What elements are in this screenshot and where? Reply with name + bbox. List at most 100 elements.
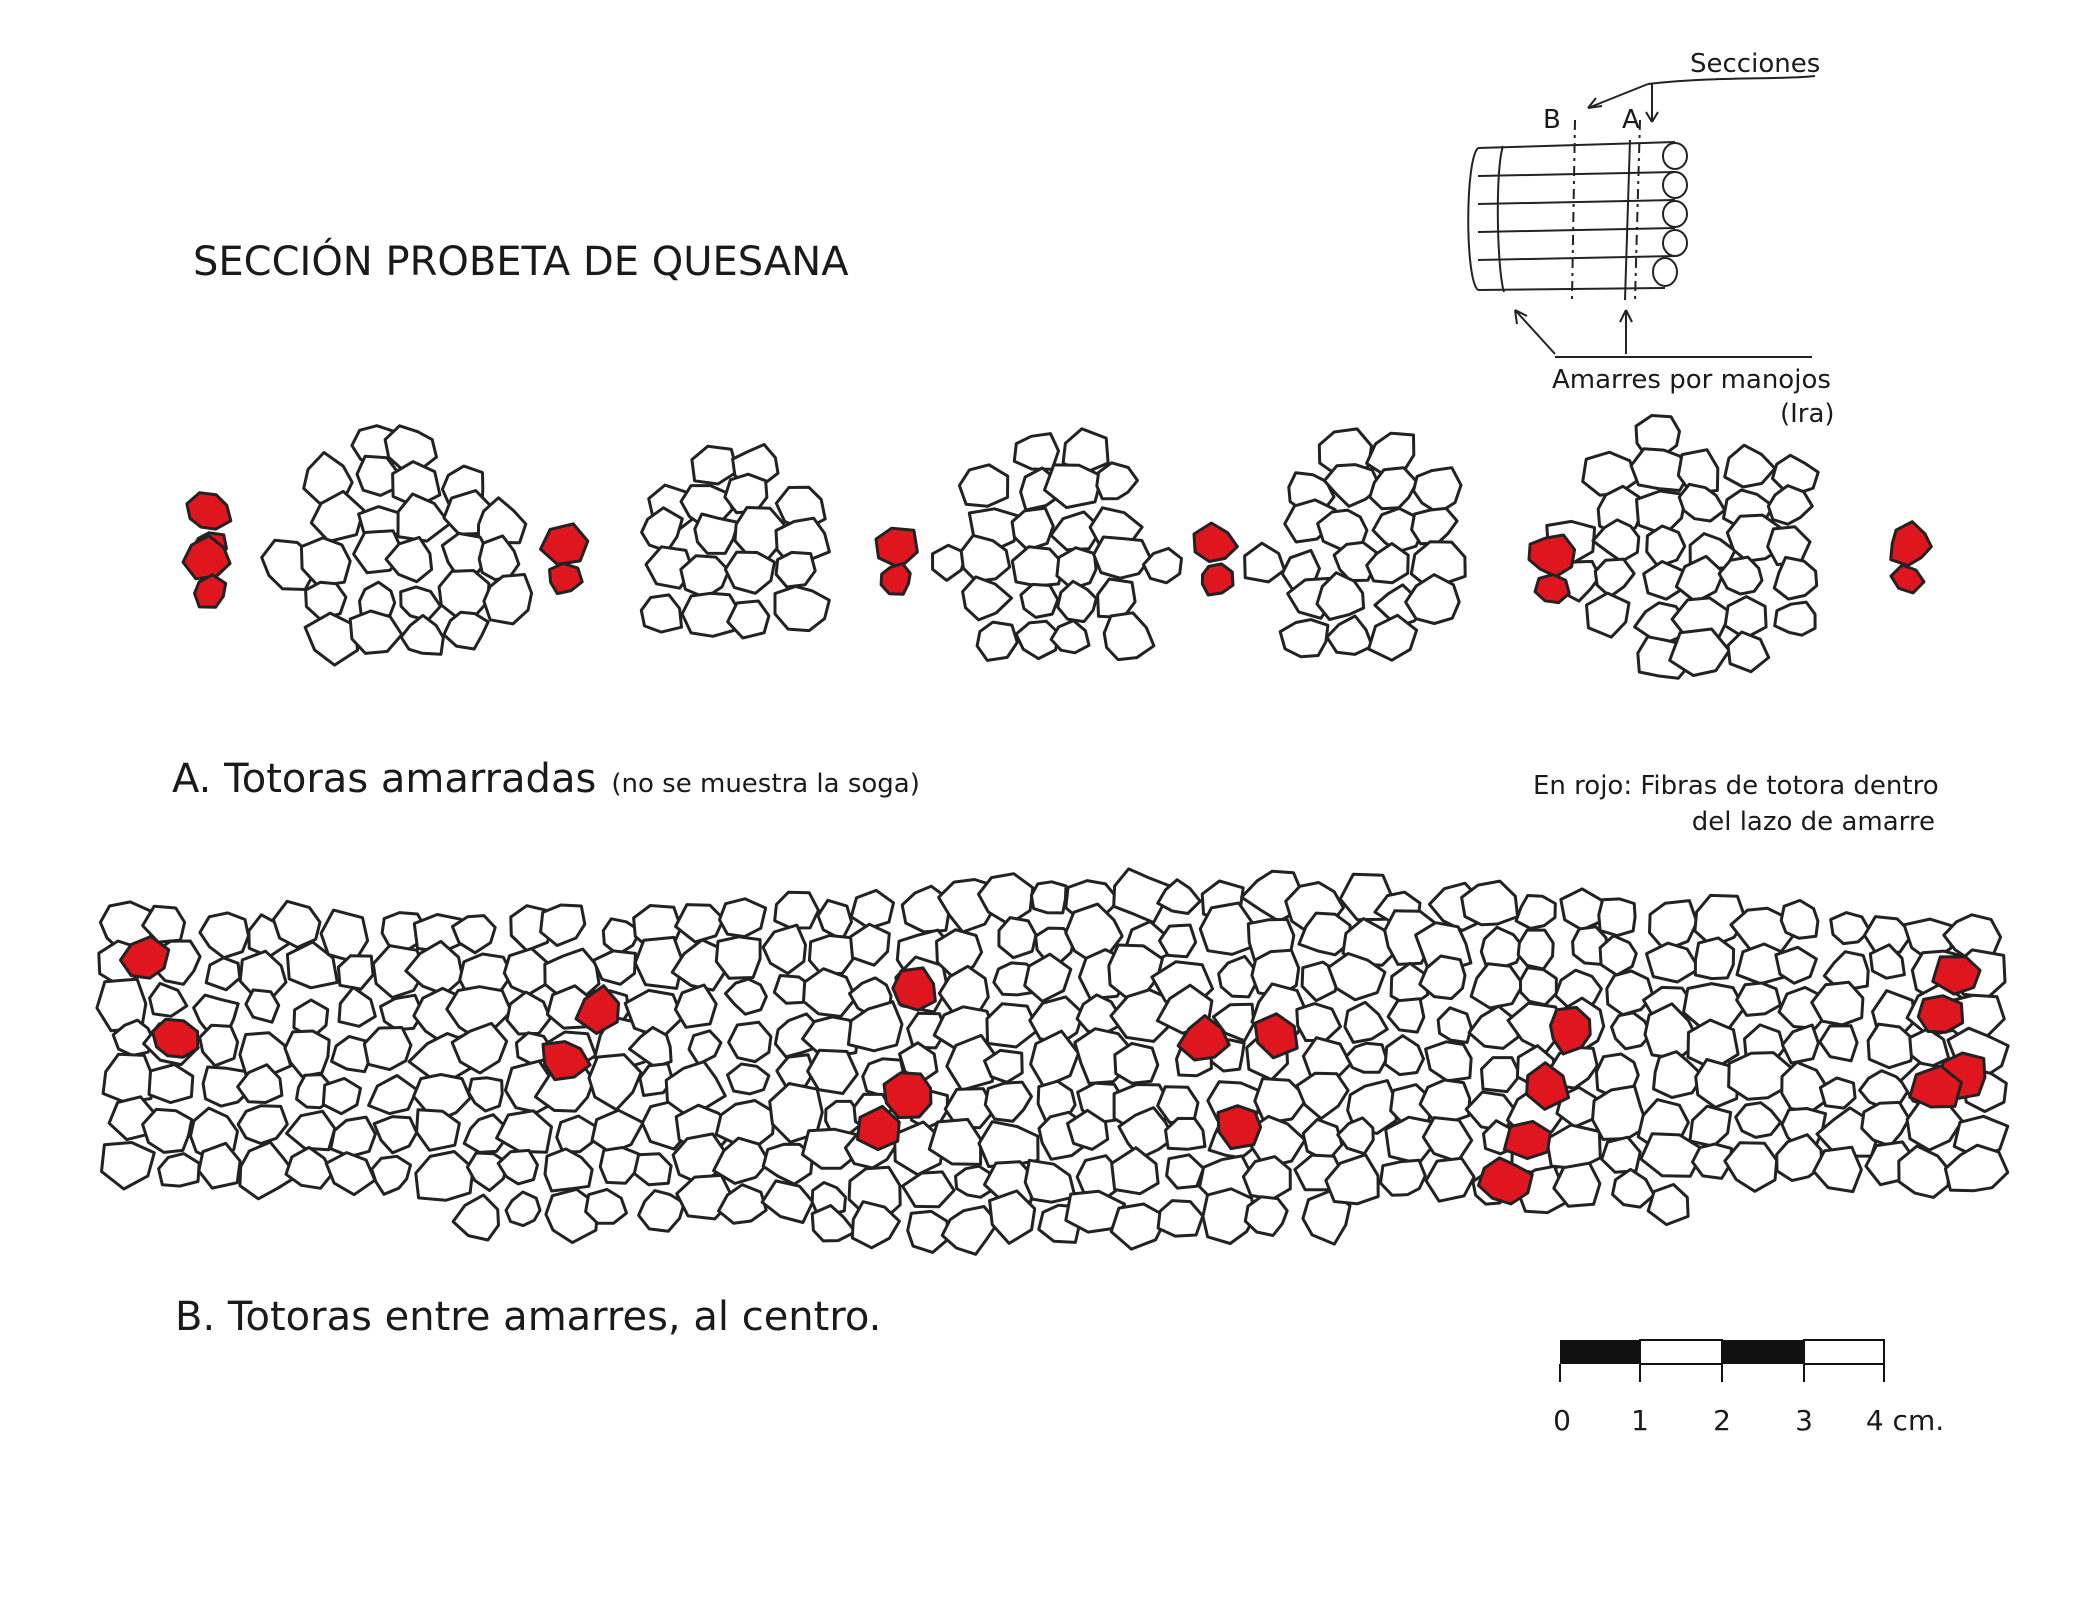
fiber-cell — [1409, 540, 1467, 589]
fiber-cell — [371, 944, 426, 999]
fiber-cell — [244, 988, 281, 1024]
fiber-cell — [1327, 952, 1387, 1002]
fiber-cell — [584, 1187, 628, 1225]
fiber-cell — [997, 916, 1038, 960]
fiber-cell — [723, 550, 776, 595]
fiber-cell — [633, 935, 685, 990]
tie-fiber-red — [882, 1071, 933, 1120]
fiber-cell — [761, 923, 807, 975]
tie-fiber-red — [1176, 1014, 1231, 1062]
fiber-cell — [348, 609, 404, 655]
fiber-cell — [1734, 1101, 1783, 1139]
fiber-cell — [362, 1026, 413, 1072]
fiber-cell — [1102, 611, 1156, 662]
fiber-cell — [961, 575, 1014, 622]
fiber-cell — [718, 897, 768, 939]
scale-segment-1 — [1560, 1340, 1640, 1364]
fiber-cell — [806, 1048, 859, 1095]
fiber-cell — [849, 922, 891, 967]
fiber-cell — [1780, 1023, 1820, 1065]
fiber-cell — [495, 1109, 553, 1154]
scale-tick-1: 1 — [1631, 1404, 1649, 1437]
fiber-cell — [450, 914, 497, 955]
fiber-cell — [100, 1141, 156, 1191]
fiber-cell — [1023, 952, 1073, 1003]
fiber-cell — [1165, 1153, 1205, 1190]
fiber-cell — [1611, 1167, 1656, 1209]
fiber-cell — [415, 1108, 461, 1152]
fiber-cell — [673, 983, 718, 1029]
bundle-1 — [260, 424, 534, 667]
fiber-cell — [1858, 1069, 1911, 1109]
fiber-cell — [1295, 1071, 1350, 1121]
fiber-cell — [1868, 943, 1906, 980]
fiber-cell — [1066, 1108, 1110, 1151]
fiber-cell — [1545, 1123, 1602, 1171]
fiber-cell — [367, 1074, 419, 1116]
fiber-cell — [370, 1154, 412, 1196]
fiber-cell — [1383, 1034, 1425, 1077]
tie-fiber-red — [856, 1104, 901, 1152]
fiber-cell — [1418, 954, 1467, 1001]
tie-fiber-red — [1533, 573, 1571, 605]
fiber-cell — [1012, 432, 1060, 471]
fiber-cell — [1645, 941, 1701, 984]
tie-fiber-red — [1931, 955, 1982, 996]
fiber-cell — [1518, 966, 1558, 1007]
inset-sections-label: Secciones — [1690, 49, 1820, 79]
fiber-cell — [502, 947, 551, 996]
fiber-cell — [1049, 619, 1091, 655]
fiber-cell — [337, 985, 377, 1028]
fiber-cell — [1773, 600, 1817, 637]
section-b-strip — [95, 867, 2010, 1256]
fiber-cell — [1056, 579, 1098, 624]
fiber-cell — [714, 935, 762, 980]
fiber-cell — [637, 1189, 686, 1233]
fiber-cell — [807, 934, 856, 977]
scale-segment-3 — [1722, 1340, 1804, 1364]
fiber-cell — [1646, 1183, 1690, 1227]
fiber-cell — [95, 977, 148, 1033]
fiber-cell — [1217, 954, 1258, 999]
fiber-cell — [283, 1029, 331, 1078]
page-title: SECCIÓN PROBETA DE QUESANA — [193, 237, 849, 285]
fiber-cell — [983, 1048, 1024, 1084]
section-b-caption: B. Totoras entre amarres, al centro. — [175, 1294, 881, 1340]
fiber-cell — [147, 1063, 195, 1105]
fiber-cell — [727, 1020, 773, 1064]
fiber-cell — [1322, 463, 1382, 508]
fiber-cell — [539, 903, 587, 947]
fiber-cell — [1029, 1029, 1080, 1089]
fiber-cell — [467, 1076, 504, 1113]
section-a-bundles — [181, 414, 1933, 680]
fiber-cell — [1424, 1040, 1473, 1083]
tie-fiber-red — [1889, 520, 1933, 567]
fiber-cell — [733, 506, 786, 561]
tie-fiber-red — [879, 562, 912, 596]
fiber-cell — [1386, 997, 1426, 1034]
fiber-cell — [1818, 1076, 1857, 1110]
fiber-cell — [1156, 1199, 1205, 1238]
legend-line-1: En rojo: Fibras de totora dentro — [1533, 771, 1939, 801]
fiber-cell — [285, 1109, 337, 1152]
tie-fiber-red — [1889, 563, 1926, 595]
tie-fiber-red — [1253, 1012, 1299, 1060]
fiber-cell — [1812, 1145, 1863, 1194]
fiber-cell — [590, 1108, 645, 1155]
fiber-cell — [451, 1193, 500, 1242]
fiber-cell — [285, 940, 339, 990]
fiber-cell — [1677, 482, 1727, 523]
fiber-cell — [693, 512, 740, 555]
fiber-cell — [379, 993, 425, 1032]
tie-fiber-red — [541, 1040, 592, 1082]
fiber-cell — [1410, 506, 1459, 546]
tie-fiber-red — [874, 526, 919, 570]
tie-fiber-red — [1477, 1156, 1534, 1206]
fiber-cell — [148, 981, 189, 1018]
fiber-cell — [664, 1060, 727, 1117]
fiber-cell — [1424, 1156, 1476, 1203]
tie-fiber-red — [181, 534, 232, 581]
fiber-cell — [632, 1152, 673, 1187]
fiber-cell — [977, 872, 1035, 926]
fiber-cell — [1028, 995, 1085, 1046]
